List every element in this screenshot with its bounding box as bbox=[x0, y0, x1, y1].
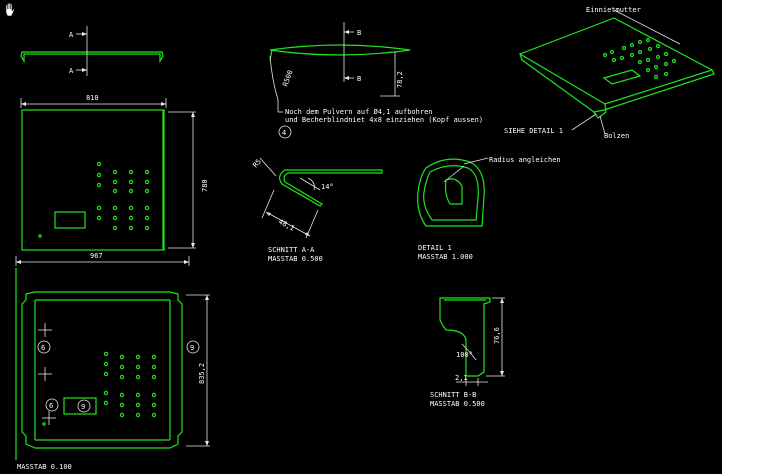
isometric-view: Einnietmutter SIEHE DETAIL 1 Bolzen bbox=[504, 6, 715, 140]
dim-2-1: 2,1 bbox=[455, 374, 468, 382]
section-a-marker-bottom: A bbox=[69, 67, 74, 75]
angle-100: 100° bbox=[456, 351, 473, 359]
note-line-1: Noch dem Pulvern auf Ø4,1 aufbohren bbox=[285, 108, 433, 116]
balloon-6-upper: 6 bbox=[41, 344, 45, 352]
flat-pattern-view: 967 835,2 6 6 9 9 bbox=[15, 252, 210, 471]
balloon-6-lower: 6 bbox=[49, 402, 53, 410]
dim-r500: R500 bbox=[281, 69, 294, 88]
side-view-top: A A bbox=[20, 26, 164, 76]
front-holes bbox=[38, 161, 150, 238]
balloon-9-inner: 9 bbox=[81, 403, 85, 411]
detail-1: Radius angleichen DETAIL 1 MASSTAB 1.000 bbox=[417, 156, 561, 261]
label-bolzen: Bolzen bbox=[604, 132, 629, 140]
section-bb-scale: MASSTAB 0.500 bbox=[430, 400, 485, 408]
detail-1-title: DETAIL 1 bbox=[418, 244, 452, 252]
label-siehe-detail-1: SIEHE DETAIL 1 bbox=[504, 127, 563, 135]
note-line-2: und Becherblindniet 4x8 einziehen (Kopf … bbox=[285, 116, 483, 124]
angle-14: 14° bbox=[321, 183, 334, 191]
section-a-a: R5 14° 48,1 SCHNITT A-A MASSTAB 0.500 bbox=[251, 158, 383, 263]
front-view: 810 780 bbox=[20, 94, 209, 251]
profile-view-top: B B R500 78,2 Noch dem Pulvern auf Ø4,1 … bbox=[269, 22, 483, 139]
label-einnietmutter: Einnietmutter bbox=[586, 6, 641, 14]
radius-note: Radius angleichen bbox=[489, 156, 561, 164]
detail-1-scale: MASSTAB 1.000 bbox=[418, 253, 473, 261]
section-bb-title: SCHNITT B-B bbox=[430, 391, 476, 399]
side-panel bbox=[722, 0, 760, 474]
dim-78-2: 78,2 bbox=[396, 71, 404, 88]
main-scale-label: MASSTAB 0.100 bbox=[17, 463, 72, 471]
dim-810: 810 bbox=[86, 94, 99, 102]
dim-76-6: 76,6 bbox=[493, 327, 501, 344]
dim-967: 967 bbox=[90, 252, 103, 260]
section-aa-scale: MASSTAB 0.500 bbox=[268, 255, 323, 263]
dim-48-1: 48,1 bbox=[277, 218, 296, 233]
section-b-b: 76,6 100° 2,1 SCHNITT B-B MASSTAB 0.500 bbox=[430, 297, 505, 408]
dim-780: 780 bbox=[201, 179, 209, 192]
drawing-canvas[interactable]: A A B B R500 78,2 Noch dem Pulvern auf Ø… bbox=[0, 0, 722, 474]
section-aa-title: SCHNITT A-A bbox=[268, 246, 315, 254]
balloon-4: 4 bbox=[282, 129, 286, 137]
dim-r5: R5 bbox=[251, 158, 263, 170]
hand-pan-icon bbox=[5, 2, 15, 17]
iso-holes bbox=[602, 37, 677, 80]
cad-drawing-viewport[interactable]: A A B B R500 78,2 Noch dem Pulvern auf Ø… bbox=[0, 0, 722, 474]
section-b-marker-bottom: B bbox=[357, 75, 361, 83]
dim-835-2: 835,2 bbox=[198, 363, 206, 384]
section-a-marker-top: A bbox=[69, 31, 74, 39]
balloon-9-right: 9 bbox=[190, 344, 194, 352]
section-b-marker-top: B bbox=[357, 29, 361, 37]
flat-holes bbox=[42, 351, 157, 426]
